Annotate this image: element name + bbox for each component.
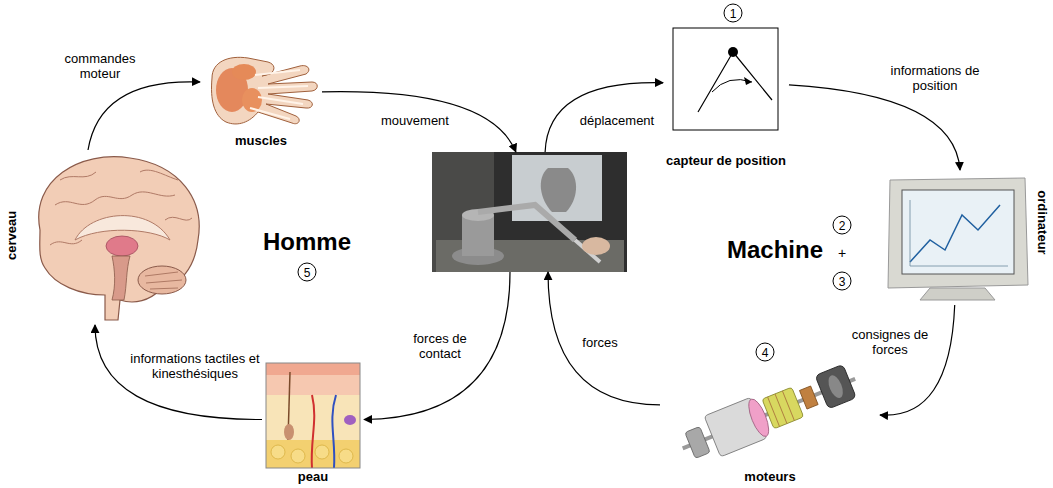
flow-arrow xyxy=(880,305,955,415)
hand-illustration xyxy=(212,57,318,124)
node-label: muscles xyxy=(235,133,287,148)
callout-number: 4 xyxy=(760,346,771,360)
edge-label-box: consignes de forces xyxy=(843,327,938,358)
motor-node: moteurs xyxy=(660,366,880,484)
edge-label-box: déplacement xyxy=(572,111,662,129)
node-label: moteurs xyxy=(744,469,795,484)
flow-arrow xyxy=(545,83,663,152)
edge-label: informations tactiles et kinesthésiques xyxy=(125,351,265,381)
group-title-box: Machine xyxy=(725,237,825,263)
callout-number-box: 5 xyxy=(302,263,313,281)
edge-label: informations de position xyxy=(880,63,990,93)
group-title: Machine xyxy=(725,237,825,263)
node-label: peau xyxy=(298,469,328,484)
brain-illustration xyxy=(39,157,199,320)
haptic-device-photo xyxy=(432,152,627,272)
callout-number: 5 xyxy=(302,266,313,280)
flow-arrow xyxy=(88,82,200,150)
node-label: ordinateur xyxy=(1034,190,1049,254)
brain-node: cerveau xyxy=(2,150,202,325)
group-title-box: Homme xyxy=(261,229,353,255)
muscles-node: muscles xyxy=(200,38,322,148)
callout-circles xyxy=(298,4,851,361)
edge-label: mouvement xyxy=(379,113,451,128)
callout-number: 2 xyxy=(837,219,848,233)
position-sensor-icon xyxy=(673,28,778,130)
plus-sign-box: + xyxy=(836,244,848,262)
computer-illustration xyxy=(888,178,1028,300)
callout-number: 3 xyxy=(837,275,848,289)
callout-number: 1 xyxy=(728,7,739,21)
callout-number-box: 1 xyxy=(728,4,739,22)
group-title: Homme xyxy=(261,229,353,255)
sensor-node: capteur de position xyxy=(663,26,789,168)
edge-label: forces de contact xyxy=(404,331,476,361)
node-label: cerveau xyxy=(5,210,20,259)
edge-label: commandes moteur xyxy=(60,51,140,81)
node-label: capteur de position xyxy=(666,153,786,168)
plus-sign: + xyxy=(836,245,848,261)
flow-arrow xyxy=(548,272,660,405)
edge-label-box: informations tactiles et kinesthésiques xyxy=(125,351,265,382)
edge-label-box: commandes moteur xyxy=(60,51,140,82)
edge-label: déplacement xyxy=(578,113,656,128)
device-node xyxy=(432,152,627,272)
skin-node: peau xyxy=(262,360,364,484)
callout-number-box: 2 xyxy=(837,216,848,234)
callout-number-box: 3 xyxy=(837,272,848,290)
edge-label: consignes de forces xyxy=(843,327,938,357)
edge-label-box: forces de contact xyxy=(404,331,476,362)
edge-label: forces xyxy=(580,335,619,350)
edge-label-box: informations de position xyxy=(880,63,990,94)
flow-arrow xyxy=(322,92,516,152)
edge-label-box: forces xyxy=(570,333,630,351)
flow-arrow xyxy=(364,272,510,420)
flow-arrow xyxy=(789,85,960,170)
skin-illustration xyxy=(266,363,360,468)
edge-label-box: mouvement xyxy=(370,111,460,129)
motor-illustration xyxy=(674,358,863,468)
callout-number-box: 4 xyxy=(760,343,771,361)
computer-node: ordinateur xyxy=(872,170,1048,305)
